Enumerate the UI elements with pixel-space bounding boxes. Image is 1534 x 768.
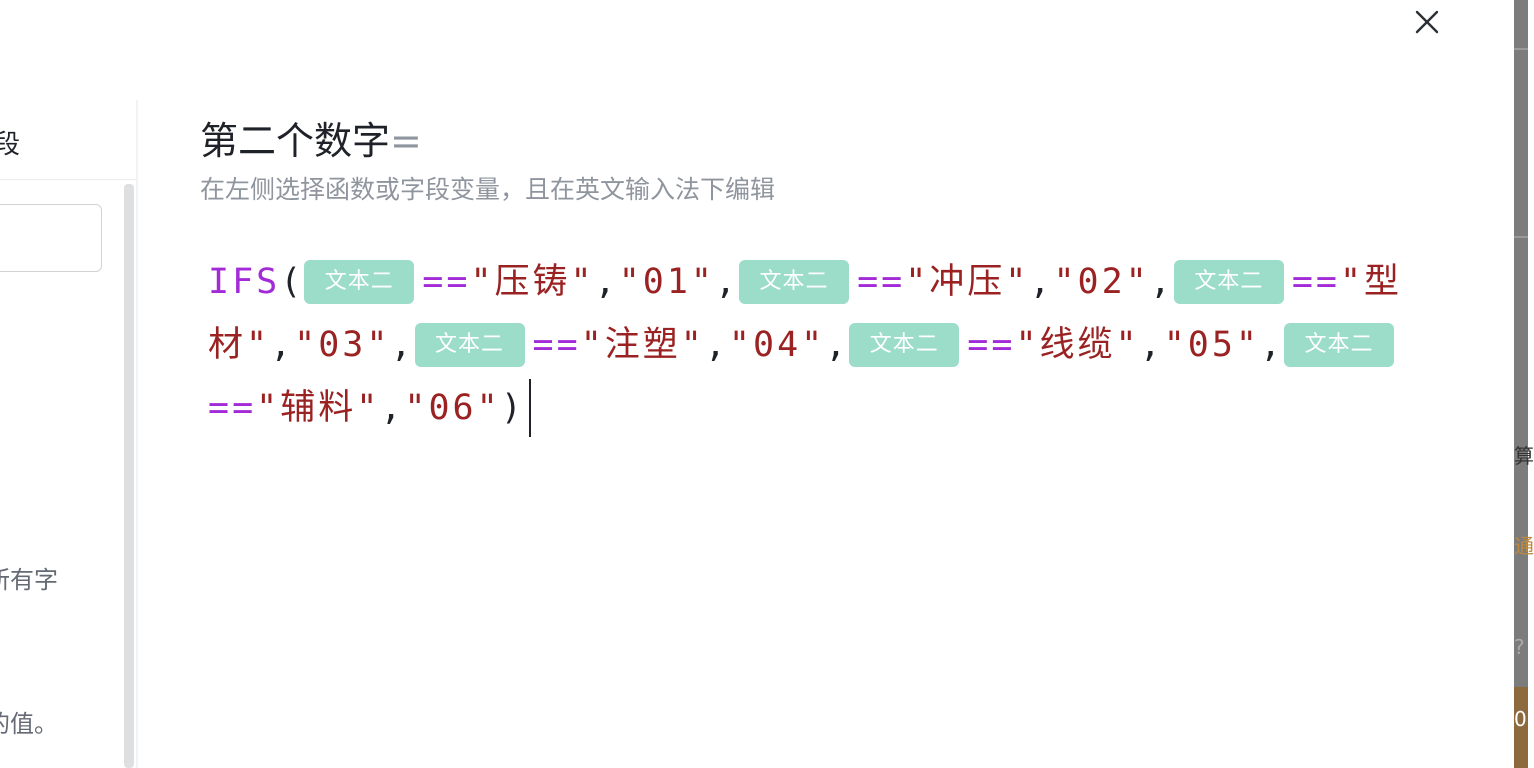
formula-comma: ,: [704, 325, 729, 365]
panel-divider: [136, 100, 138, 768]
formula-comma: ,: [1029, 262, 1054, 302]
formula-comma: ,: [1139, 325, 1164, 365]
field-function-panel: 段 所有字 的值。: [0, 0, 137, 768]
tab-fields[interactable]: 段: [0, 130, 21, 160]
field-variable-tag[interactable]: 文本二: [304, 260, 415, 304]
background-divider: [1514, 48, 1528, 50]
formula-comma: ,: [390, 325, 415, 365]
field-variable-tag[interactable]: 文本二: [1284, 323, 1395, 367]
formula-operator: ==: [422, 262, 471, 302]
formula-result-string: "06": [404, 388, 501, 428]
close-button[interactable]: [1412, 7, 1442, 37]
panel-scrollbar[interactable]: [124, 184, 134, 768]
formula-operator: ==: [208, 388, 257, 428]
panel-tab-header: [0, 100, 137, 180]
formula-operator: ==: [857, 262, 906, 302]
formula-condition-string: "辅料": [256, 388, 381, 428]
formula-comma: ,: [270, 325, 295, 365]
formula-result-string: "03": [294, 325, 391, 365]
formula-condition-string: "压铸": [470, 262, 595, 302]
formula-operator: ==: [1291, 262, 1340, 302]
background-button-fragment: 0: [1514, 687, 1528, 768]
formula-condition-string: "线缆": [1015, 325, 1140, 365]
text-cursor: [528, 379, 531, 437]
formula-result-string: "05": [1163, 325, 1260, 365]
formula-operator: ==: [532, 325, 581, 365]
field-variable-tag[interactable]: 文本二: [849, 323, 960, 367]
background-text-fragment: 通: [1514, 534, 1534, 558]
field-variable-tag[interactable]: 文本二: [739, 260, 850, 304]
formula-comma: ,: [1149, 262, 1174, 302]
formula-comma: ,: [714, 262, 740, 302]
function-description: 的值。: [0, 710, 58, 738]
formula-function-name: IFS: [208, 262, 281, 302]
formula-open-paren: (: [280, 262, 305, 302]
formula-operator: ==: [967, 325, 1016, 365]
field-variable-tag[interactable]: 文本二: [414, 323, 525, 367]
formula-close-paren: ): [500, 388, 525, 428]
formula-result-string: "02": [1053, 262, 1150, 302]
formula-title: 第二个数字=: [200, 110, 422, 165]
function-description: 所有字: [0, 566, 58, 594]
formula-condition-string: "型材": [208, 262, 1403, 365]
formula-result-string: "04": [728, 325, 826, 365]
formula-hint: 在左侧选择函数或字段变量，且在英文输入法下编辑: [200, 175, 776, 204]
background-text-fragment: 算: [1514, 444, 1534, 468]
field-variable-tag[interactable]: 文本二: [1173, 260, 1284, 304]
search-input[interactable]: [0, 204, 102, 272]
background-divider: [1514, 236, 1528, 238]
formula-comma: ,: [380, 388, 405, 428]
formula-equals-sign: =: [390, 119, 422, 163]
background-text-fragment: ?: [1514, 635, 1525, 659]
formula-comma: ,: [594, 262, 619, 302]
formula-condition-string: "注塑": [580, 325, 705, 365]
formula-result-string: "01": [618, 262, 715, 302]
background-page-edge: 算 通 ? 0: [1514, 0, 1534, 768]
formula-condition-string: "冲压": [905, 262, 1030, 302]
background-text-fragment: 0: [1514, 707, 1527, 731]
formula-editor[interactable]: IFS(文本二=="压铸","01",文本二=="冲压","02",文本二=="…: [208, 250, 1438, 439]
formula-comma: ,: [1259, 325, 1285, 365]
formula-title-text: 第二个数字: [200, 119, 391, 163]
close-icon: [1415, 10, 1439, 34]
formula-comma: ,: [825, 325, 850, 365]
